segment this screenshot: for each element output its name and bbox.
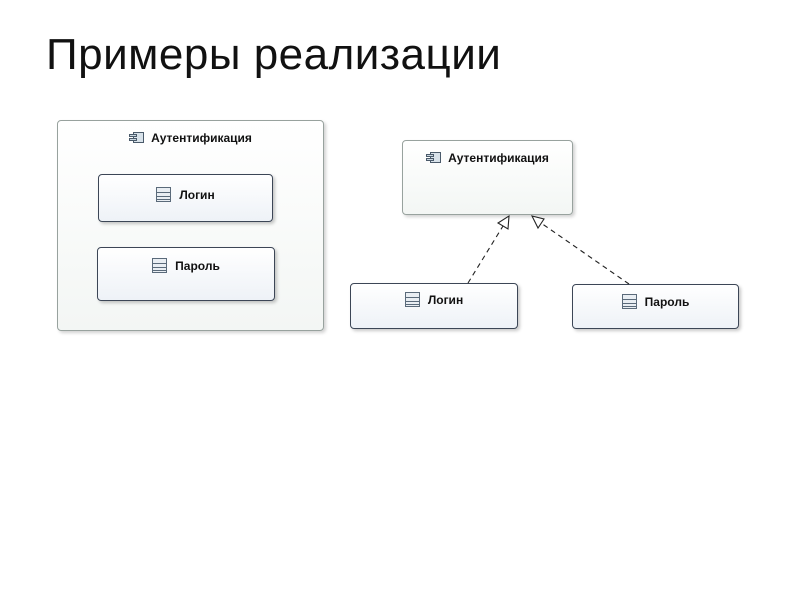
realization-arrow-password[interactable] <box>530 215 630 285</box>
left-class-password-header: Пароль <box>98 258 274 273</box>
realization-arrow-login[interactable] <box>467 214 510 284</box>
left-component-header: Аутентификация <box>58 131 323 145</box>
left-component-label: Аутентификация <box>151 131 252 145</box>
right-class-password[interactable]: Пароль <box>572 284 739 329</box>
class-icon <box>621 294 637 309</box>
class-icon <box>156 187 172 202</box>
right-component-header: Аутентификация <box>403 151 572 165</box>
right-class-login-label: Логин <box>427 292 464 307</box>
right-component-label: Аутентификация <box>448 151 549 165</box>
component-icon <box>129 132 145 144</box>
component-icon <box>426 152 442 164</box>
slide-title: Примеры реализации <box>46 30 502 79</box>
right-class-login[interactable]: Логин <box>350 283 518 329</box>
left-class-password[interactable]: Пароль <box>97 247 275 301</box>
right-component-box[interactable]: Аутентификация <box>402 140 573 215</box>
left-class-password-label: Пароль <box>175 258 220 273</box>
left-class-login-header: Логин <box>99 187 272 202</box>
left-class-login[interactable]: Логин <box>98 174 273 222</box>
class-icon <box>152 258 168 273</box>
left-class-login-label: Логин <box>179 187 215 202</box>
class-icon <box>404 292 420 307</box>
right-class-login-header: Логин <box>351 292 517 307</box>
right-class-password-header: Пароль <box>573 294 738 309</box>
right-class-password-label: Пароль <box>644 294 690 309</box>
